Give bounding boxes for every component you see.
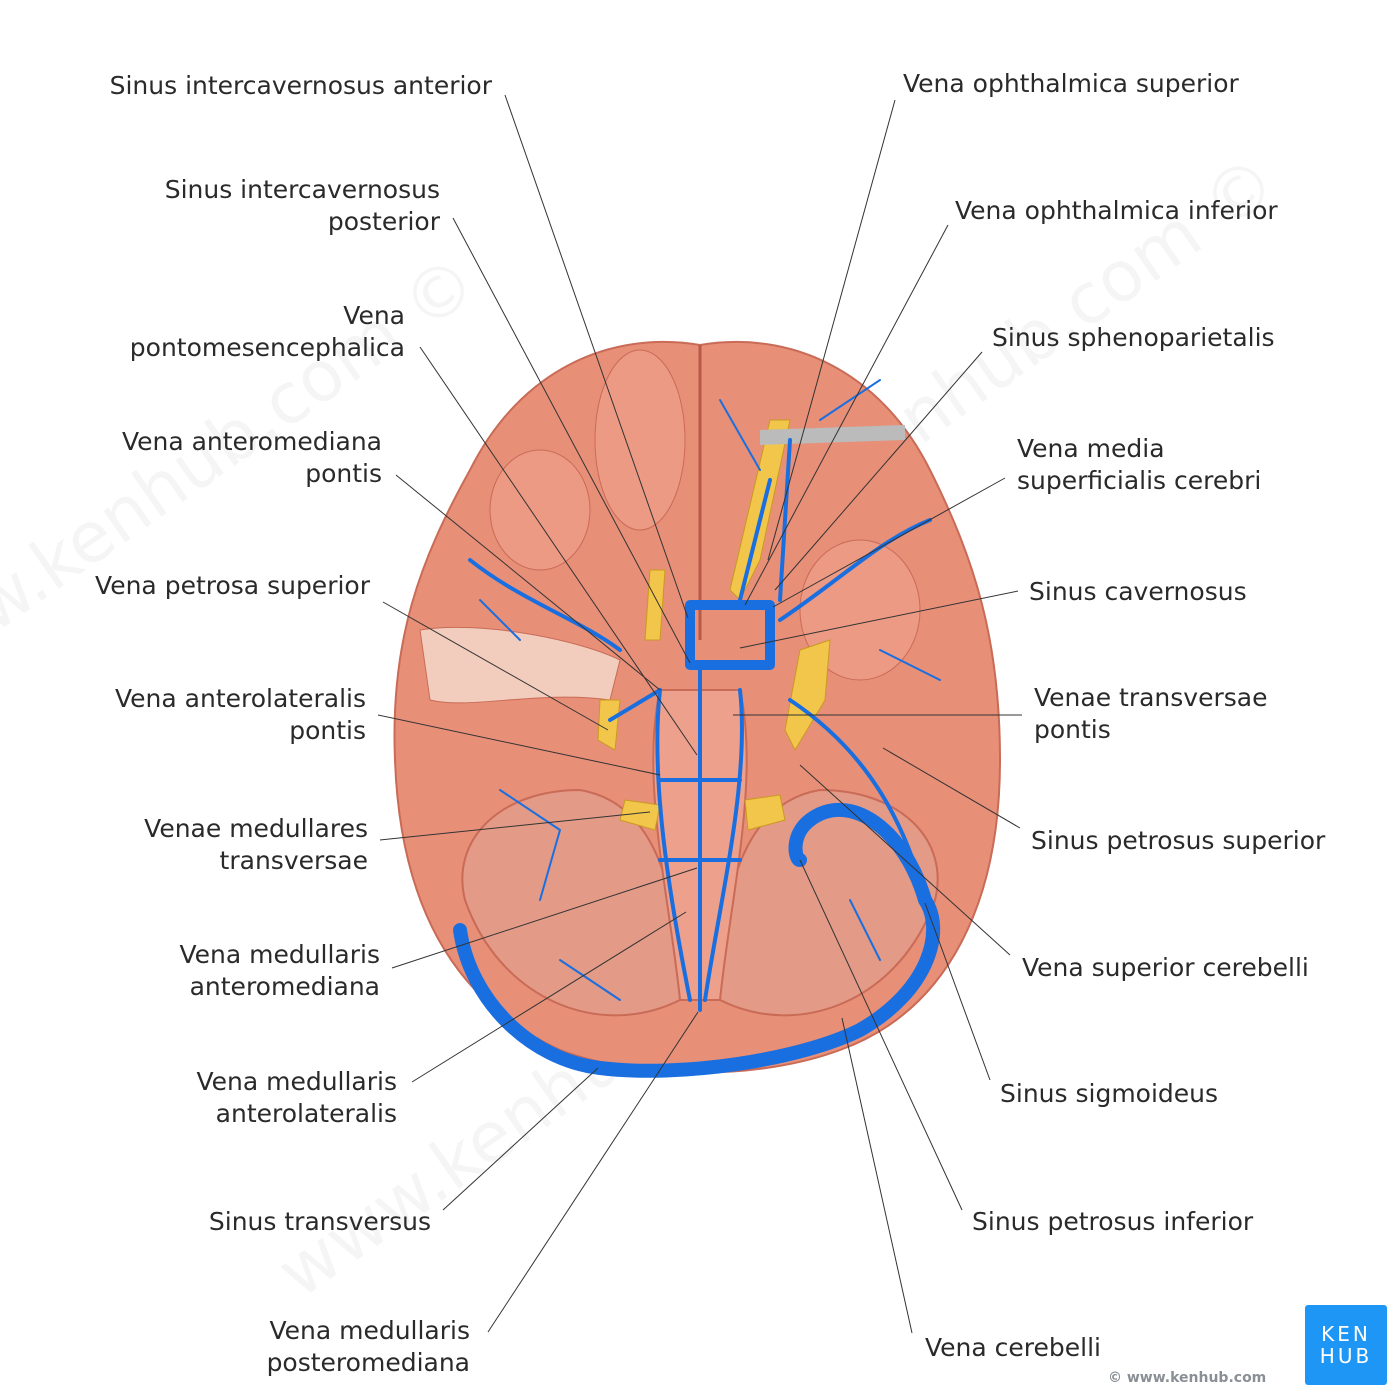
label-vena-pontomesencephalica: Vena (343, 301, 405, 330)
label-vena-ophthalmica-inferior: Vena ophthalmica inferior (955, 196, 1278, 225)
logo-line-1: KEN (1321, 1322, 1371, 1346)
label-vena-medullaris-anteromediana: Vena medullaris (179, 940, 380, 969)
label-vena-media-superficialis-cerebri: Vena media (1017, 434, 1165, 463)
label-venae-transversae-pontis-2: pontis (1034, 715, 1111, 744)
label-vena-anterolateralis-pontis: Vena anterolateralis (115, 684, 366, 713)
label-vena-anterolateralis-pontis-2: pontis (289, 716, 366, 745)
labels-right: Vena ophthalmica superior Vena ophthalmi… (903, 69, 1326, 1362)
label-vena-media-superficialis-cerebri-2: superficialis cerebri (1017, 466, 1261, 495)
label-sinus-sphenoparietalis: Sinus sphenoparietalis (992, 323, 1275, 352)
label-vena-medullaris-posteromediana-2: posteromediana (267, 1348, 470, 1377)
label-sinus-cavernosus: Sinus cavernosus (1029, 577, 1247, 606)
kenhub-logo: KEN HUB (1305, 1305, 1387, 1385)
label-vena-medullaris-anterolateralis-2: anterolateralis (216, 1099, 397, 1128)
brain (393, 341, 1002, 1074)
label-sinus-sigmoideus: Sinus sigmoideus (1000, 1079, 1218, 1108)
label-sinus-intercavernosus-anterior: Sinus intercavernosus anterior (110, 71, 493, 100)
leader-lines (377, 94, 1022, 1334)
label-vena-superior-cerebelli: Vena superior cerebelli (1022, 953, 1309, 982)
label-vena-ophthalmica-superior: Vena ophthalmica superior (903, 69, 1240, 98)
label-vena-medullaris-posteromediana: Vena medullaris (269, 1316, 470, 1345)
labels-left: Sinus intercavernosus anterior Sinus int… (95, 71, 493, 1377)
label-sinus-transversus: Sinus transversus (209, 1207, 431, 1236)
label-sinus-petrosus-superior: Sinus petrosus superior (1031, 826, 1326, 855)
venous-sinuses (453, 379, 941, 1078)
retractor (760, 425, 905, 445)
label-vena-anteromediana-pontis-2: pontis (305, 459, 382, 488)
label-vena-medullaris-anterolateralis: Vena medullaris (196, 1067, 397, 1096)
label-venae-transversae-pontis: Venae transversae (1034, 683, 1267, 712)
label-vena-medullaris-anteromediana-2: anteromediana (190, 972, 380, 1001)
copyright-text: © www.kenhub.com (1108, 1370, 1267, 1386)
logo-line-2: HUB (1319, 1344, 1373, 1368)
nerves (597, 419, 831, 831)
label-sinus-intercavernosus-posterior: Sinus intercavernosus (165, 175, 440, 204)
label-venae-medullares-transversae: Venae medullares (144, 814, 368, 843)
label-vena-anteromediana-pontis: Vena anteromediana (122, 427, 382, 456)
label-vena-cerebelli: Vena cerebelli (925, 1333, 1101, 1362)
label-venae-medullares-transversae-2: transversae (220, 846, 368, 875)
label-vena-pontomesencephalica-2: pontomesencephalica (130, 333, 405, 362)
label-sinus-intercavernosus-posterior-2: posterior (328, 207, 441, 236)
label-sinus-petrosus-inferior: Sinus petrosus inferior (972, 1207, 1254, 1236)
label-vena-petrosa-superior: Vena petrosa superior (95, 571, 371, 600)
